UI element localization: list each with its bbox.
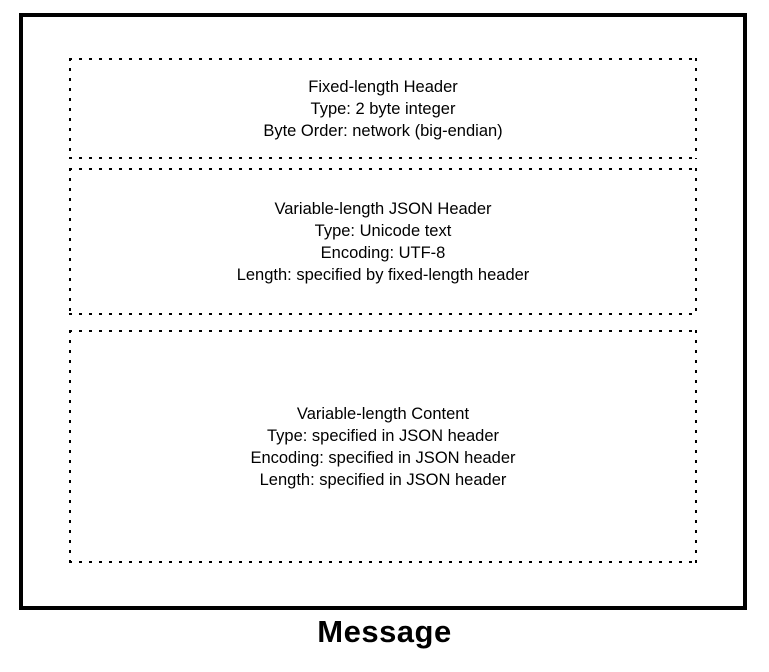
box-detail-type: Type: Unicode text — [314, 221, 452, 240]
box-title: Variable-length JSON Header — [274, 199, 492, 218]
box-detail-type: Type: 2 byte integer — [310, 99, 456, 118]
box-detail-length: Length: specified by fixed-length header — [236, 265, 530, 284]
box-detail-encoding: Encoding: UTF-8 — [320, 243, 446, 262]
box-detail-byte-order: Byte Order: network (big-endian) — [263, 121, 503, 140]
box-title: Variable-length Content — [296, 404, 470, 423]
box-title: Fixed-length Header — [308, 77, 458, 96]
box-detail-length: Length: specified in JSON header — [259, 470, 507, 489]
message-outer-box: Fixed-length Header Type: 2 byte integer… — [19, 13, 747, 610]
box-detail-encoding: Encoding: specified in JSON header — [250, 448, 516, 467]
diagram-title: Message — [317, 614, 452, 649]
variable-length-content-box: Variable-length Content Type: specified … — [69, 330, 697, 563]
fixed-length-header-box: Fixed-length Header Type: 2 byte integer… — [69, 58, 697, 159]
variable-length-json-header-box: Variable-length JSON Header Type: Unicod… — [69, 168, 697, 315]
box-detail-type: Type: specified in JSON header — [266, 426, 500, 445]
